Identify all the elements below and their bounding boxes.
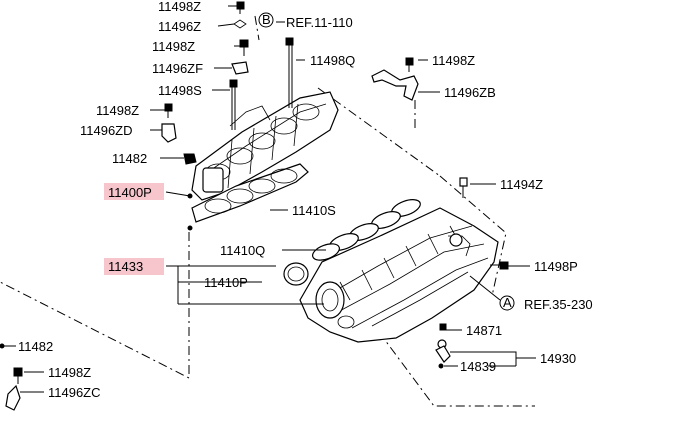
- label-11498Q[interactable]: 11498Q: [310, 53, 355, 68]
- label-14839[interactable]: 14839: [460, 359, 496, 374]
- label-11496ZC[interactable]: 11496ZC: [48, 385, 101, 400]
- ref-b-badge: B: [262, 12, 271, 27]
- label-11498Z-right[interactable]: 11498Z: [432, 53, 475, 68]
- label-11482-upper[interactable]: 11482: [112, 151, 147, 166]
- ref-35-230[interactable]: REF.35-230: [524, 297, 593, 312]
- highlight-11433: [104, 258, 164, 275]
- label-11498P[interactable]: 11498P: [534, 259, 578, 274]
- label-11496ZF[interactable]: 11496ZF: [152, 61, 203, 76]
- bracket-11496ZD-part: [161, 123, 177, 143]
- gasket-11410Q-part: [312, 199, 421, 261]
- part-labels: 11498Z 11496Z B REF.11-110 11498Z 11498Q…: [18, 0, 593, 400]
- label-11410P[interactable]: 11410P: [204, 275, 248, 290]
- ref-a-badge: A: [503, 295, 512, 310]
- label-14930[interactable]: 14930: [540, 351, 576, 366]
- bracket-11496ZB-part: [371, 69, 419, 101]
- gasket-11410P-inner: [287, 266, 305, 282]
- gasket-11400P-part: [191, 163, 309, 223]
- label-11494Z[interactable]: 11494Z: [500, 177, 543, 192]
- label-11496Z[interactable]: 11496Z: [158, 19, 201, 34]
- label-11498Z-top[interactable]: 11498Z: [158, 0, 201, 14]
- label-11410S[interactable]: 11410S: [292, 203, 336, 218]
- intake-manifold-11433-part: [299, 207, 499, 343]
- label-11482-lower[interactable]: 11482: [18, 339, 53, 354]
- bracket-11496ZF-part: [231, 61, 249, 75]
- label-14871[interactable]: 14871: [466, 323, 502, 338]
- label-11498Z-second[interactable]: 11498Z: [152, 39, 195, 54]
- ref-a-badge-circle: [499, 295, 515, 311]
- label-11496ZB[interactable]: 11496ZB: [444, 85, 496, 100]
- assembly-boundary-lines: [0, 15, 535, 407]
- label-11498Z-bottom[interactable]: 11498Z: [48, 365, 91, 380]
- label-11400P[interactable]: 11400P: [108, 185, 152, 200]
- label-11433[interactable]: 11433: [108, 259, 143, 274]
- gasket-11410P-part: [283, 262, 309, 286]
- ref-b-badge-circle: [258, 12, 274, 28]
- label-11410Q[interactable]: 11410Q: [220, 243, 265, 258]
- upper-manifold-part: [191, 91, 339, 201]
- highlight-11400P: [104, 183, 164, 200]
- label-11498S[interactable]: 11498S: [158, 83, 202, 98]
- bracket-11496ZC-part: [5, 384, 21, 411]
- clip-11496Z-part: [233, 19, 247, 29]
- label-11498Z-left[interactable]: 11498Z: [96, 103, 139, 118]
- bolts: [0, 1, 509, 384]
- leader-lines: [4, 5, 536, 393]
- ref-11-110[interactable]: REF.11-110: [286, 15, 353, 30]
- label-11496ZD[interactable]: 11496ZD: [80, 123, 133, 138]
